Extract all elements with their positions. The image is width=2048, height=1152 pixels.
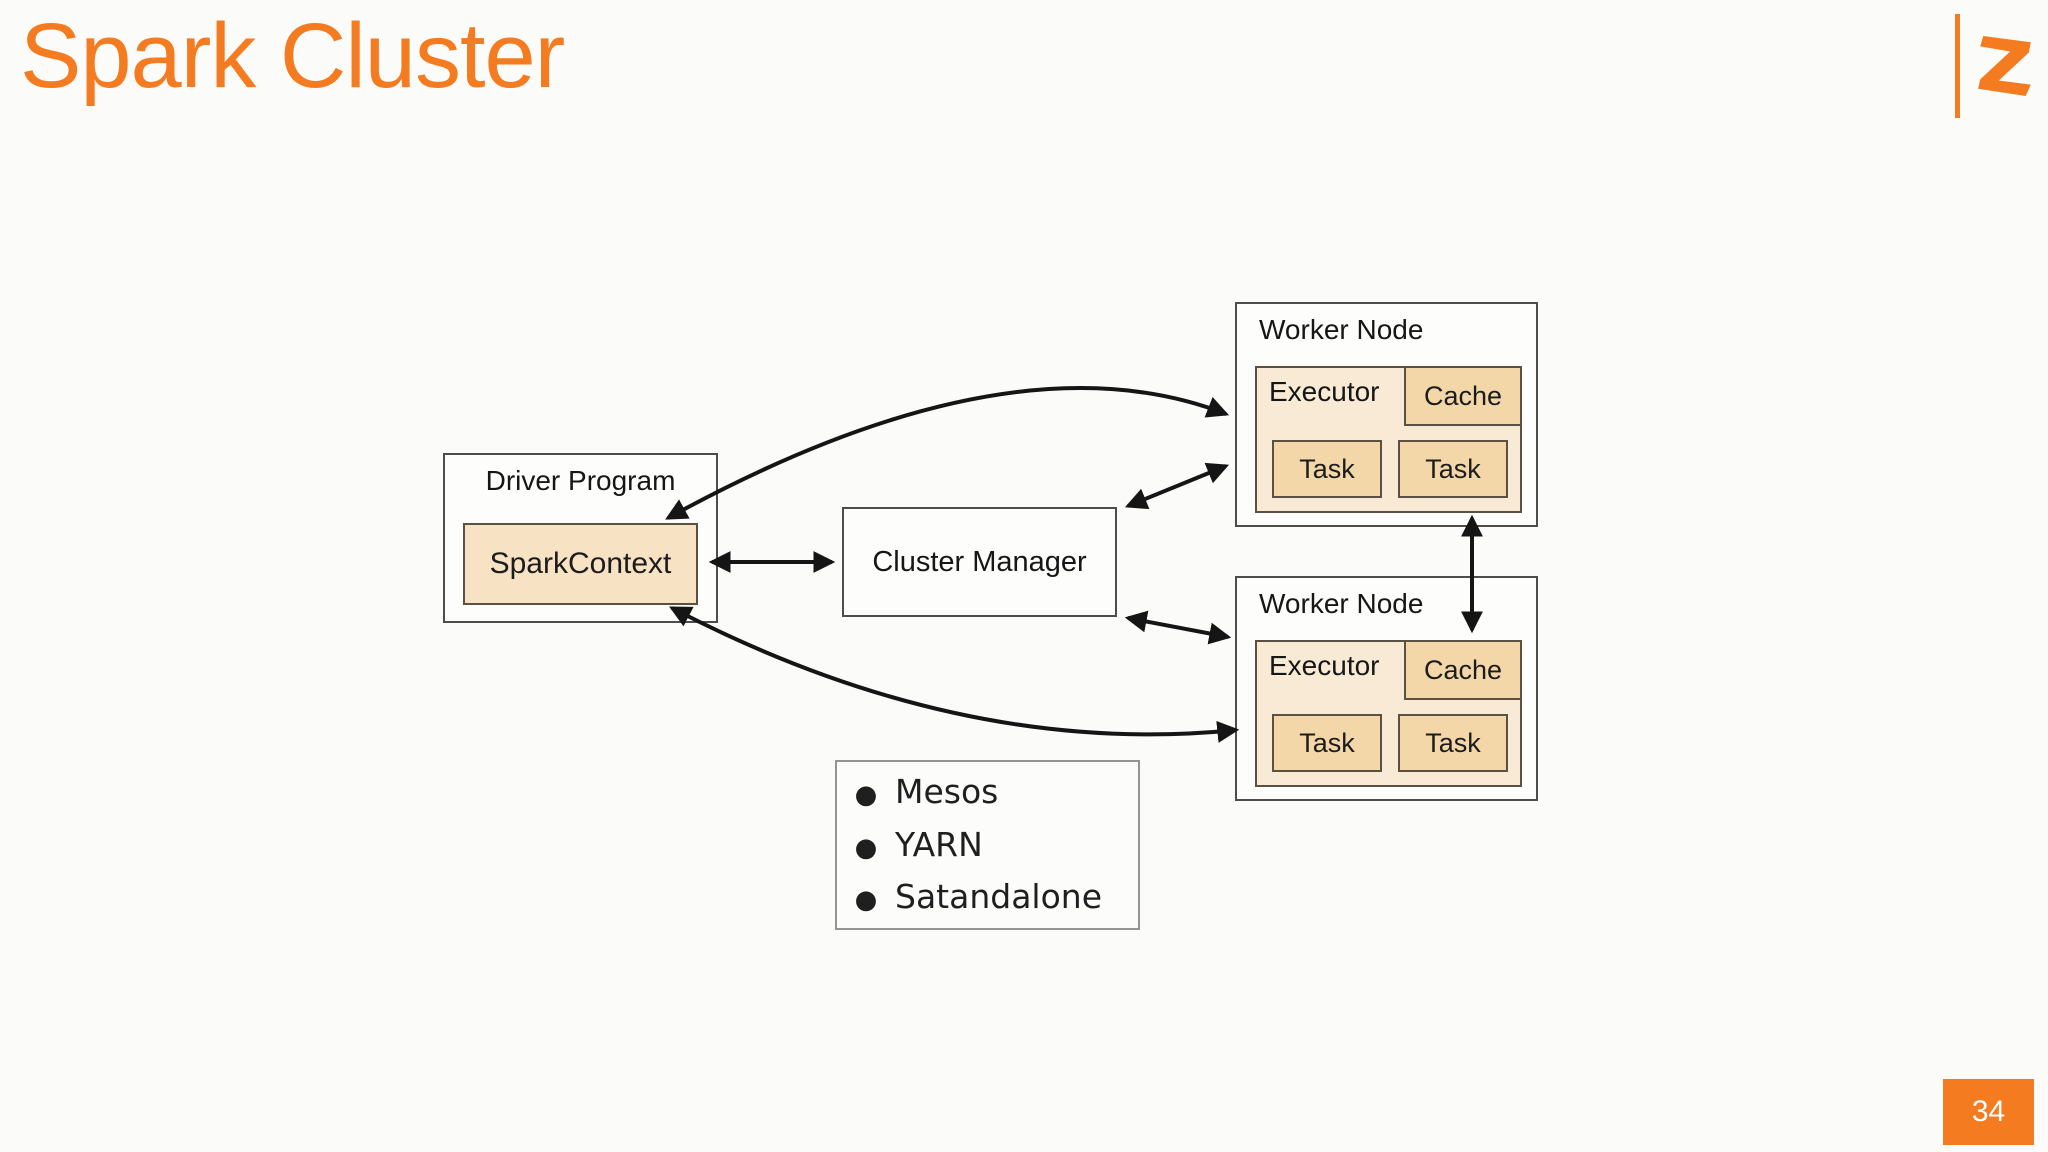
cluster-manager-options-box: ● Mesos ● YARN ● Satandalone (835, 760, 1140, 930)
executor-box: Executor Cache Task Task (1255, 640, 1522, 787)
cluster-manager-box: Cluster Manager (842, 507, 1117, 617)
cache-box: Cache (1404, 640, 1522, 700)
option-label: YARN (895, 824, 983, 864)
task-label: Task (1425, 727, 1481, 758)
worker-node-box-1: Worker Node Executor Cache Task Task (1235, 302, 1538, 527)
task-box: Task (1272, 714, 1382, 772)
arrow-sparkcontext-worker2 (669, 606, 1240, 743)
executor-label: Executor (1269, 376, 1380, 407)
spark-context-box: SparkContext (463, 523, 698, 605)
worker-node-label: Worker Node (1259, 588, 1424, 619)
bullet-icon: ● (854, 780, 878, 811)
arrow-clustermanager-worker1 (1124, 462, 1230, 510)
executor-label: Executor (1269, 650, 1380, 681)
task-box: Task (1398, 714, 1508, 772)
driver-program-label: Driver Program (485, 465, 676, 496)
worker-node-box-2: Worker Node Executor Cache Task Task (1235, 576, 1538, 801)
task-label: Task (1425, 453, 1481, 484)
list-item: ● YARN (837, 823, 1138, 868)
task-box: Task (1398, 440, 1508, 498)
task-box: Task (1272, 440, 1382, 498)
task-label: Task (1299, 727, 1355, 758)
cluster-manager-label: Cluster Manager (872, 545, 1087, 578)
cache-label: Cache (1423, 380, 1503, 411)
arrow-sparkcontext-worker1 (665, 386, 1230, 520)
page-number-badge: 34 (1943, 1079, 2034, 1145)
worker-node-label: Worker Node (1259, 314, 1424, 345)
spark-context-label: SparkContext (489, 547, 672, 580)
brand-logo (1952, 12, 2036, 120)
task-label: Task (1299, 453, 1355, 484)
bullet-icon: ● (854, 832, 878, 863)
option-label: Mesos (895, 772, 999, 812)
list-item: ● Mesos (837, 770, 1138, 815)
list-item: ● Satandalone (837, 875, 1138, 920)
z-logo-icon (1976, 35, 2034, 97)
executor-box: Executor Cache Task Task (1255, 366, 1522, 513)
option-label: Satandalone (895, 877, 1102, 917)
cache-label: Cache (1423, 654, 1503, 685)
slide-title: Spark Cluster (20, 5, 565, 107)
logo-divider-bar (1955, 14, 1960, 118)
arrow-clustermanager-worker2 (1124, 610, 1232, 645)
cache-box: Cache (1404, 366, 1522, 426)
bullet-icon: ● (854, 885, 878, 916)
